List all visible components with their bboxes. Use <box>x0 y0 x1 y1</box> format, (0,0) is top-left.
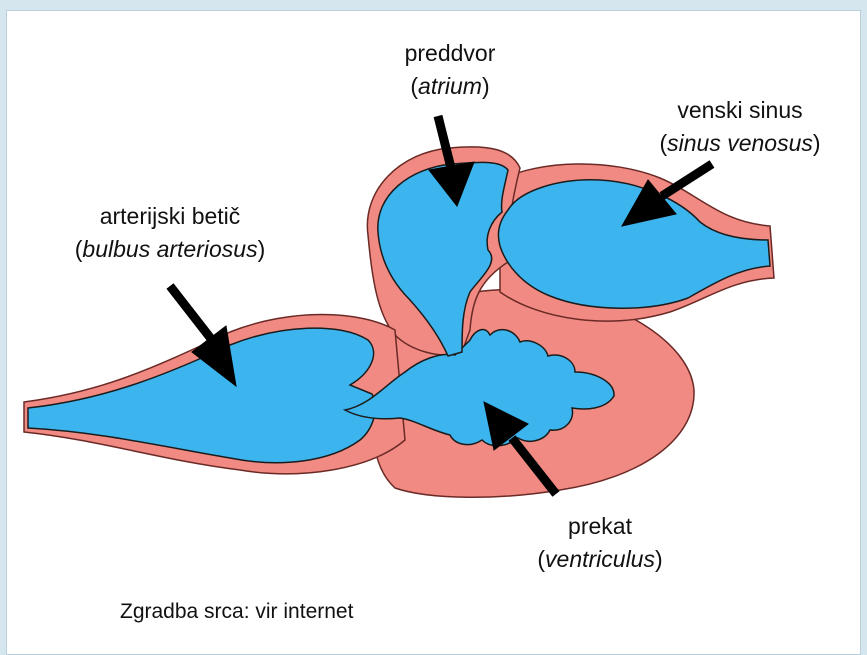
label-sinus-latin: (sinus venosus) <box>630 127 850 160</box>
bulbus-arrow-icon <box>170 286 212 340</box>
sinus-lumen <box>498 180 770 308</box>
label-atrium: preddvor (atrium) <box>380 37 520 103</box>
label-bulbus-name: arterijski betič <box>30 200 310 233</box>
label-ventricle-name: prekat <box>510 510 690 543</box>
label-sinus: venski sinus (sinus venosus) <box>630 94 850 160</box>
label-atrium-latin: (atrium) <box>380 70 520 103</box>
label-ventricle-latin: (ventriculus) <box>510 543 690 576</box>
label-sinus-name: venski sinus <box>630 94 850 127</box>
label-bulbus: arterijski betič (bulbus arteriosus) <box>30 200 310 266</box>
label-ventricle: prekat (ventriculus) <box>510 510 690 576</box>
sinus-arrow-icon <box>662 164 712 196</box>
label-bulbus-latin: (bulbus arteriosus) <box>30 233 310 266</box>
label-atrium-name: preddvor <box>380 37 520 70</box>
figure-caption: Zgradba srca: vir internet <box>120 600 353 624</box>
